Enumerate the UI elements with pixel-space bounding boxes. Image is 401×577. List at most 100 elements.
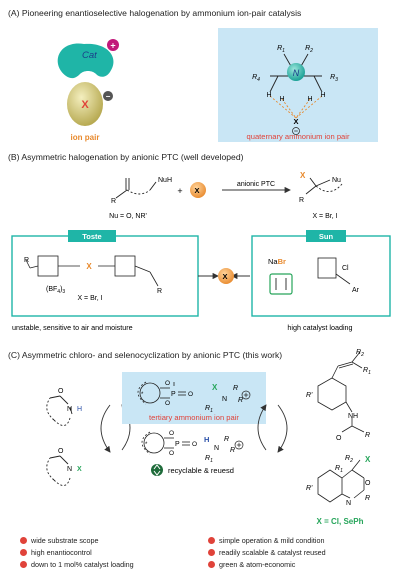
p-o-top-3: O <box>188 391 193 398</box>
curved-arrow-right-2 <box>257 404 267 451</box>
anion-sphere <box>67 82 103 126</box>
recycle-icon <box>151 464 163 476</box>
r1-label: R1 <box>277 45 285 54</box>
bullet-dot <box>208 537 215 544</box>
salt-r1-top: R1 <box>205 405 213 414</box>
toste-caption: unstable, sensitive to air and moisture <box>12 323 133 332</box>
bullet-right-2: readily scalable & catalyst reused <box>208 548 326 557</box>
x-anion-label: X <box>81 99 89 111</box>
r-label-b: R <box>111 198 116 205</box>
salt-r-top-2: R <box>238 397 243 404</box>
sub-r2: R2 <box>356 349 364 358</box>
p-o-bot-3: O <box>192 441 197 448</box>
prod-r1: R1 <box>335 465 343 474</box>
prod-r2: R2 <box>345 455 353 464</box>
prod-x: X <box>365 455 371 464</box>
sun-cl: Cl <box>342 265 349 272</box>
toste-r-right: R <box>157 288 162 295</box>
sub-o: O <box>336 435 342 442</box>
sun-nabr: NaBr <box>268 257 286 266</box>
section-a-title: (A) Pioneering enantioselective halogena… <box>8 8 302 18</box>
prod-r: R <box>365 495 370 502</box>
sun-cage <box>317 257 351 285</box>
bullet-left-1: wide substrate scope <box>20 536 99 545</box>
bullet-dot <box>20 549 27 556</box>
product-r-label: R <box>299 197 304 204</box>
p-o-top-1: O <box>165 380 170 387</box>
bullet-right-1: simple operation & mild condition <box>208 536 324 545</box>
phosphate-star-bottom: * <box>145 442 148 448</box>
toste-x-eq: X = Br, I <box>77 295 102 302</box>
x-bottom-label: X <box>293 117 298 126</box>
amide-nx <box>46 455 71 486</box>
amide-n-1: N <box>67 406 72 413</box>
cat-charge: + <box>110 41 115 51</box>
bullet-left-3: down to 1 mol% catalyst loading <box>20 560 134 569</box>
tertiary-box <box>122 372 266 424</box>
anionic-ptc-label: anionic PTC <box>237 181 275 188</box>
salt-r-top-1: R <box>233 385 238 392</box>
recycle-label: recyclable & reuesd <box>168 466 234 475</box>
h-label-3: H <box>307 96 312 103</box>
product-x-label: X <box>300 171 306 180</box>
salt-h-bottom: H <box>204 435 209 444</box>
quaternary-caption: quaternary ammonium ion pair <box>247 132 350 141</box>
center-x-label: X <box>222 272 227 281</box>
phosphate-top <box>137 381 186 405</box>
sun-caption: high catalyst loading <box>287 323 352 332</box>
x-eq-c: X = Cl, SePh <box>317 517 364 526</box>
h-label-4: H <box>320 92 325 99</box>
x-bottom-charge <box>292 127 300 135</box>
amide-nh <box>46 395 73 426</box>
amide-o-1: O <box>58 388 64 395</box>
salt-r-bot-2: R <box>230 447 235 454</box>
p-label-bottom: P <box>175 441 180 448</box>
toste-r-left: R <box>24 257 29 264</box>
sub-r1: R1 <box>363 367 371 376</box>
salt-n-top: N <box>222 396 227 403</box>
p-o-bot-2: O <box>169 450 174 457</box>
bullet-dot <box>208 561 215 568</box>
r3-label: R3 <box>330 74 338 83</box>
section-c-title: (C) Asymmetric chloro- and selenocycliza… <box>8 350 283 360</box>
cat-label: Cat <box>82 50 97 61</box>
x-charge: − <box>106 92 111 101</box>
phosphate-bottom <box>141 431 190 455</box>
bullet-right-3: green & atom-economic <box>208 560 295 569</box>
substrate-b-bonds <box>115 178 157 199</box>
bullet-dot <box>20 561 27 568</box>
toste-bf4: (BF4)3 <box>46 286 65 295</box>
product-b-bonds <box>305 177 343 195</box>
plus-sign: + <box>177 186 182 196</box>
quaternary-bonds <box>269 53 323 93</box>
amide-h: H <box>77 406 82 413</box>
nu-eq-label: Nu = O, NR' <box>109 213 147 220</box>
bullet-dot <box>20 537 27 544</box>
prod-rprime: R' <box>306 485 313 492</box>
curved-arrow-left-1 <box>100 404 111 453</box>
prod-o: O <box>365 480 371 487</box>
p-o-top-2: O <box>165 400 170 407</box>
curved-arrow-right-1 <box>277 404 288 453</box>
cation-charge-badge <box>107 39 119 51</box>
anion-charge-badge <box>103 91 113 101</box>
salt-x-top: X <box>212 383 218 392</box>
sun-box <box>251 235 391 317</box>
section-b-title: (B) Asymmetric halogenation by anionic P… <box>8 152 244 162</box>
sub-r: R <box>365 432 370 439</box>
x-eq-label-b: X = Br, I <box>312 213 337 220</box>
n-label: N <box>293 68 300 78</box>
sub-nh: NH <box>348 413 358 420</box>
substrate-c-bonds <box>317 351 365 433</box>
h-bond-lines <box>269 95 323 119</box>
n-sphere <box>287 63 305 81</box>
x-plus-sphere <box>190 182 206 198</box>
h-label-2: H <box>279 96 284 103</box>
toste-title: Toste <box>82 232 101 241</box>
toste-title-bg <box>68 230 116 242</box>
sub-rprime: R' <box>306 392 313 399</box>
sun-flask-icon <box>269 273 293 295</box>
toste-x-label: X <box>86 262 92 271</box>
amide-o-2: O <box>58 448 64 455</box>
